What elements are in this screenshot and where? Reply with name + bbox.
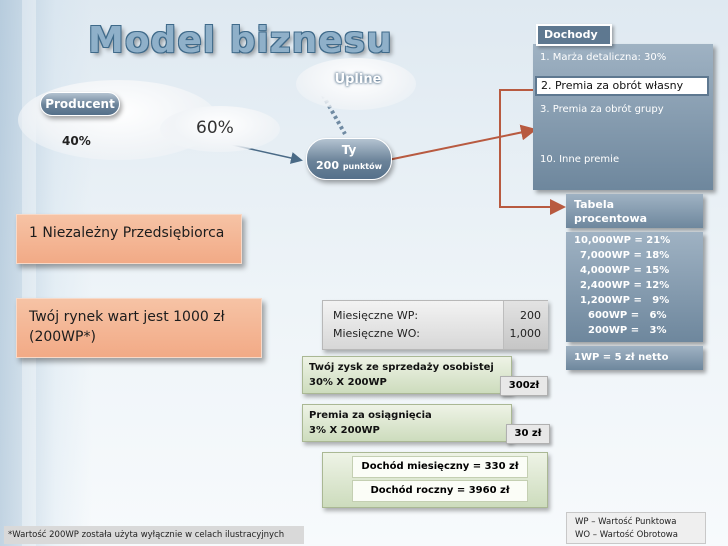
table-body: 10,000WP = 21% 7,000WP = 18% 4,000WP = 1…	[566, 232, 703, 342]
monthly-panel: Miesięczne WP: 200 Miesięczne WO: 1,000	[322, 300, 548, 350]
abbreviation-legend: WP – Wartość Punktowa WO – Wartość Obrot…	[566, 512, 706, 544]
footnote: *Wartość 200WP została użyta wyłącznie w…	[4, 526, 304, 544]
monthly-wp-value: 200	[520, 309, 541, 322]
bonus-box: Premia za osiągnięcia 3% X 200WP	[302, 404, 512, 442]
income-item-1: 1. Marża detaliczna: 30%	[540, 52, 667, 63]
page-title: Model biznesu	[88, 20, 393, 61]
bonus-line1: Premia za osiągnięcia	[309, 410, 432, 421]
table-row: 600WP = 6%	[588, 310, 667, 321]
entrepreneur-box: 1 Niezależny Przedsiębiorca	[16, 214, 242, 264]
market-box: Twój rynek wart jest 1000 zł (200WP*)	[16, 298, 262, 358]
market-line1: Twój rynek wart jest 1000 zł	[29, 309, 225, 325]
table-header-line2: procentowa	[574, 212, 648, 225]
income-item-4: 10. Inne premie	[540, 154, 620, 165]
legend-wo: WO – Wartość Obrotowa	[575, 530, 678, 540]
profit-line2: 30% X 200WP	[309, 377, 387, 388]
table-footer: 1WP = 5 zł netto	[566, 346, 703, 370]
income-panel	[533, 44, 713, 190]
arrow-income-to-table	[499, 89, 566, 215]
table-row: 4,000WP = 15%	[580, 265, 670, 276]
you-points-value: 200	[316, 159, 339, 172]
profit-box: Twój zysk ze sprzedaży osobistej 30% X 2…	[302, 356, 512, 394]
bonus-line2: 3% X 200WP	[309, 425, 380, 436]
income-item-2: 2. Premia za obrót własny	[535, 76, 709, 96]
profit-value: 300zł	[500, 376, 548, 396]
arrow-you-to-income	[387, 124, 537, 161]
market-line2: (200WP*)	[29, 329, 96, 345]
table-row: 200WP = 3%	[588, 325, 667, 336]
upline-glow	[296, 58, 416, 110]
monthly-value-column	[503, 301, 548, 349]
you-badge: Ty 200 punktów	[306, 138, 392, 180]
arrow-percent-label: 60%	[196, 118, 234, 138]
producer-badge: Producent	[40, 92, 120, 116]
upline-label: Upline	[334, 72, 382, 87]
income-header: Dochody	[536, 24, 612, 46]
table-header: Tabela procentowa	[566, 194, 703, 228]
summary-yearly: Dochód roczny = 3960 zł	[352, 480, 528, 502]
monthly-wo-label: Miesięczne WO:	[333, 327, 420, 340]
summary-monthly: Dochód miesięczny = 330 zł	[352, 456, 528, 478]
table-row: 1,200WP = 9%	[580, 295, 670, 306]
monthly-wo-value: 1,000	[509, 327, 542, 340]
bonus-value: 30 zł	[506, 424, 550, 444]
table-row: 7,000WP = 18%	[580, 250, 670, 261]
you-points-unit: punktów	[342, 162, 382, 171]
arrow-label-glow	[160, 106, 280, 152]
income-item-3: 3. Premia za obrót grupy	[540, 104, 664, 115]
producer-percent: 40%	[62, 134, 91, 148]
profit-line1: Twój zysk ze sprzedaży osobistej	[309, 362, 494, 373]
legend-wp: WP – Wartość Punktowa	[575, 517, 677, 527]
table-header-line1: Tabela	[574, 198, 615, 211]
you-points: 200 punktów	[307, 159, 391, 172]
table-row: 10,000WP = 21%	[574, 235, 671, 246]
you-label: Ty	[341, 143, 357, 157]
monthly-wp-label: Miesięczne WP:	[333, 309, 419, 322]
table-row: 2,400WP = 12%	[580, 280, 670, 291]
